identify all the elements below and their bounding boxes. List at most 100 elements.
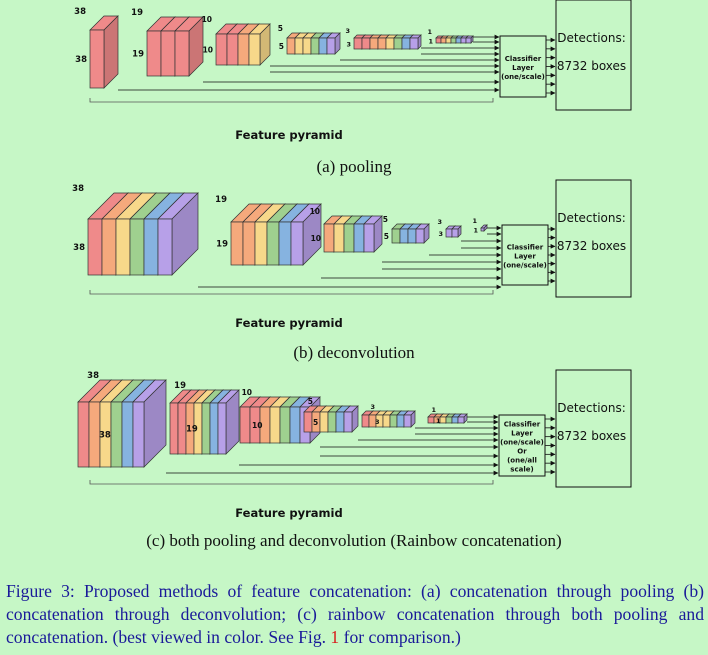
feature-slice	[132, 379, 167, 468]
cuboid-front	[465, 37, 472, 44]
block-side-label: 3	[375, 418, 380, 426]
feature-block-4: 55	[383, 215, 430, 244]
cuboid-front	[157, 218, 173, 276]
block-top-label: 5	[308, 397, 313, 406]
cuboid-front	[237, 33, 250, 66]
block-top-label: 10	[310, 207, 320, 216]
feature-slice	[409, 34, 422, 50]
feature-block-4: 55	[303, 397, 359, 433]
feature-slice	[457, 413, 468, 424]
cuboid-front	[77, 401, 90, 468]
cuboid-front	[333, 223, 345, 253]
cuboid-front	[353, 223, 365, 253]
cuboid-front	[377, 37, 387, 50]
block-top-label: 3	[370, 403, 375, 411]
feature-slice	[217, 389, 240, 455]
feature-slice	[326, 32, 341, 55]
cuboid-front	[323, 223, 335, 253]
detections-title: Detections:	[557, 31, 626, 45]
cuboid-front	[451, 416, 459, 424]
cuboid-front	[143, 218, 159, 276]
cuboid-front	[146, 30, 162, 77]
block-top-label: 1	[472, 217, 477, 225]
cuboid-front	[177, 402, 187, 455]
block-top-label: 38	[72, 184, 84, 194]
block-top-label: 19	[174, 381, 186, 391]
feature-slice	[480, 224, 488, 232]
block-side-label: 3	[438, 230, 443, 238]
panel-caption-b: (b) deconvolution	[293, 343, 415, 362]
cuboid-front	[129, 218, 145, 276]
block-top-label: 38	[74, 7, 86, 17]
cuboid-front	[115, 218, 131, 276]
cuboid-front	[445, 416, 453, 424]
detections-box: Detections: 8732 boxes	[555, 179, 632, 298]
cuboid-front	[480, 227, 485, 232]
classifier-label: Layer	[511, 430, 533, 438]
cuboid-front	[310, 37, 320, 55]
feature-block-4: 55	[278, 24, 341, 55]
feature-slice	[290, 203, 322, 266]
block-side-label: 5	[279, 42, 284, 51]
block-side-label: 1	[436, 417, 441, 425]
cuboid-front	[242, 221, 256, 266]
cuboid-front	[427, 416, 435, 424]
cuboid-front	[407, 228, 417, 244]
feature-pyramid-brace	[89, 480, 494, 485]
feature-pyramid-label: Feature pyramid	[235, 506, 342, 520]
panel-caption-c: (c) both pooling and deconvolution (Rain…	[146, 531, 561, 550]
feature-pyramid-brace	[89, 98, 494, 103]
panel-a: 383819191010553311ClassifierLayer(one/sc…	[74, 0, 632, 176]
cuboid-front	[318, 37, 328, 55]
cuboid-front	[343, 411, 353, 433]
classifier-label: Classifier	[507, 244, 544, 252]
detections-title: Detections:	[557, 211, 626, 225]
classifier-label: scale)	[510, 466, 533, 474]
cuboid-front	[440, 37, 447, 44]
classifier-label: (one/all	[507, 457, 537, 465]
block-top-label: 10	[202, 15, 212, 24]
cuboid-front	[450, 37, 457, 44]
block-side-label: 10	[311, 234, 321, 243]
block-side-label: 5	[384, 232, 389, 241]
classifier-label: Classifier	[505, 55, 542, 63]
feature-block-6: 11	[427, 28, 474, 46]
feature-slice	[465, 35, 474, 44]
block-side-label: 38	[99, 431, 111, 441]
feature-slice	[248, 23, 271, 66]
cuboid-front	[278, 221, 292, 266]
block-top-label: 3	[345, 27, 350, 35]
figure-reference-link[interactable]: 1	[330, 627, 340, 647]
cuboid-front	[302, 37, 312, 55]
cuboid-front	[289, 406, 301, 444]
feature-block-1: 38 38	[72, 184, 199, 276]
cuboid-front	[396, 414, 405, 428]
cuboid-front	[409, 37, 419, 50]
detections-box: Detections:8732 boxes	[555, 0, 632, 111]
feature-block-5: 33	[437, 218, 462, 238]
feature-slice	[157, 192, 199, 276]
cuboid-front	[415, 228, 425, 244]
feature-slice	[343, 405, 359, 433]
block-side-label: 10	[252, 421, 262, 430]
cuboid-front	[254, 221, 268, 266]
detections-count: 8732 boxes	[557, 429, 626, 443]
cuboid-front	[460, 37, 467, 44]
cuboid-front	[89, 29, 105, 89]
block-side-label: 1	[473, 227, 478, 235]
detections-count: 8732 boxes	[557, 239, 626, 253]
cuboid-front	[335, 411, 345, 433]
feature-slice	[403, 410, 416, 428]
detections-border	[555, 369, 632, 488]
block-side-label: 38	[73, 243, 85, 253]
cuboid-front	[294, 37, 304, 55]
